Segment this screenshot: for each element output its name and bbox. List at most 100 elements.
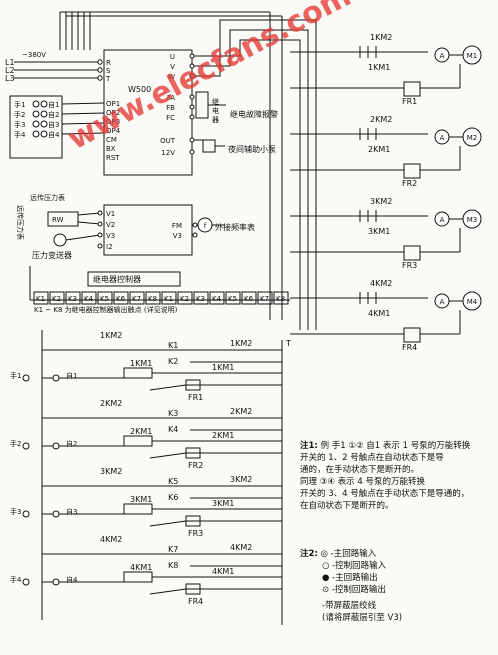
motor-label: M4 bbox=[467, 298, 478, 306]
inv-right-dot bbox=[189, 114, 195, 120]
row-auto-label: 自3 bbox=[66, 507, 77, 516]
controller-contact-label: K3 bbox=[68, 295, 77, 303]
controller-contact bbox=[177, 291, 193, 305]
inv-right-terminal: U bbox=[170, 53, 175, 61]
row-km1-coil-label: 4KM1 bbox=[212, 567, 234, 576]
row-coil bbox=[123, 571, 153, 583]
supply-2: L2 bbox=[5, 66, 15, 75]
row-wire-e bbox=[149, 588, 282, 595]
v3-label: V3 bbox=[173, 232, 182, 240]
ammeter-label: A bbox=[440, 298, 445, 306]
controller-contact bbox=[129, 291, 145, 305]
row-wire-e bbox=[149, 452, 282, 459]
relay-controller-title: 继电器控制器 bbox=[93, 274, 141, 284]
freq-meter-icon bbox=[197, 217, 213, 233]
row-km2-coil-label: 4KM2 bbox=[230, 543, 252, 552]
motor-icon bbox=[462, 291, 482, 311]
inv-right-terminal: W bbox=[168, 73, 175, 81]
motor-icon bbox=[462, 209, 482, 229]
legend-item-0: ◎ -主回路输入 bbox=[320, 549, 377, 559]
switch-auto: 自2 bbox=[48, 110, 59, 119]
note1-line6: 在自动状态下是断开的。 bbox=[300, 501, 394, 511]
pressure-sensor-label: 压力变送器 bbox=[32, 250, 72, 260]
inv-left-terminal: OP4 bbox=[106, 127, 121, 135]
relay-char: 电 bbox=[212, 106, 219, 115]
row-km1-coil-label: 1KM1 bbox=[212, 363, 234, 372]
shape-layer bbox=[9, 45, 482, 595]
row-kb-label: K8 bbox=[168, 561, 178, 570]
night-pump-label: 夜间辅助小泵 bbox=[228, 144, 276, 154]
ammeter-label: A bbox=[440, 52, 445, 60]
relay-char: 继 bbox=[212, 97, 219, 106]
row-ka-label: K3 bbox=[168, 409, 178, 418]
row-fr-contact bbox=[185, 447, 201, 459]
inv-right-terminal: FC bbox=[166, 114, 175, 122]
contactor-aux-label: 4KM1 bbox=[368, 309, 390, 318]
supply-terminal bbox=[97, 67, 103, 73]
controller-contact-label: K3 bbox=[196, 295, 205, 303]
ammeter-label: A bbox=[440, 216, 445, 224]
ammeter-icon bbox=[434, 129, 450, 145]
switch-wire bbox=[61, 102, 105, 105]
controller-contact bbox=[273, 291, 289, 305]
row-kb-label: K6 bbox=[168, 493, 178, 502]
controller-contact-label: K8 bbox=[276, 295, 285, 303]
inv-left-terminal: BX bbox=[106, 145, 116, 153]
fm-terminal bbox=[192, 222, 198, 228]
motor-label: M2 bbox=[467, 134, 478, 142]
row-switch-contact bbox=[22, 510, 30, 518]
thermal-relay-label: FR2 bbox=[402, 179, 417, 188]
output-phase-line bbox=[192, 19, 317, 330]
switch-block bbox=[9, 95, 63, 159]
switch-contact bbox=[40, 100, 48, 108]
legend-item-2: ● -主回路输出 bbox=[322, 573, 378, 583]
row-hand-label: 手3 bbox=[10, 507, 21, 516]
analog-terminal: V3 bbox=[106, 232, 115, 240]
controller-contact-label: K2 bbox=[52, 295, 61, 303]
row-switch-contact bbox=[52, 442, 60, 450]
row-fr-contact bbox=[185, 583, 201, 595]
inv-left-terminal: OP2 bbox=[106, 109, 120, 117]
switch-wire bbox=[61, 112, 105, 115]
switch-manual: 手1 bbox=[14, 100, 25, 109]
inv-right-terminal: FB bbox=[166, 104, 175, 112]
ammeter-icon bbox=[434, 293, 450, 309]
contactor-main-label: 4KM2 bbox=[370, 279, 392, 288]
analog-box bbox=[103, 204, 193, 256]
switch-contact bbox=[32, 120, 40, 128]
row-kb-label: K4 bbox=[168, 425, 178, 434]
row-ka-label: K7 bbox=[168, 545, 178, 554]
ammeter-label: A bbox=[440, 134, 445, 142]
controller-contact-label: K4 bbox=[84, 295, 94, 303]
pressure-vertical-text: 远传压力表 bbox=[16, 205, 25, 240]
row-coil bbox=[123, 503, 153, 515]
analog-wire bbox=[65, 234, 101, 241]
analog-terminal: I2 bbox=[106, 243, 113, 251]
analog-wire bbox=[77, 212, 101, 216]
switch-auto: 自1 bbox=[48, 100, 59, 109]
row-km2-coil-label: 3KM2 bbox=[230, 475, 252, 484]
note1-title: 注1: bbox=[300, 441, 318, 451]
relay-symbol bbox=[195, 91, 209, 119]
controller-contact bbox=[209, 291, 225, 305]
row-switch-contact bbox=[22, 442, 30, 450]
out-box bbox=[202, 139, 216, 153]
note1-line5: 开关的 3、4 号触点在手动状态下是导通的， bbox=[300, 489, 470, 499]
contactor-main-label: 2KM2 bbox=[370, 115, 392, 124]
controller-contact bbox=[33, 291, 49, 305]
row-km1-coil-label: 3KM1 bbox=[212, 499, 234, 508]
row-fr-contact bbox=[185, 379, 201, 391]
legend-item-4: -带屏蔽层绞线 bbox=[322, 601, 377, 611]
fault-alarm-label: 继电故障报警 bbox=[230, 109, 278, 119]
controller-contact-label: K5 bbox=[228, 295, 237, 303]
controller-contact-label: K7 bbox=[132, 295, 141, 303]
controller-contact bbox=[193, 291, 209, 305]
controller-contact-label: K7 bbox=[260, 295, 269, 303]
inv-right-dot bbox=[189, 63, 195, 69]
analog-dot bbox=[97, 210, 103, 216]
row-km2-label: 4KM2 bbox=[100, 535, 122, 544]
row-wire-e bbox=[149, 520, 282, 527]
row-km1-label: 2KM1 bbox=[130, 427, 152, 436]
